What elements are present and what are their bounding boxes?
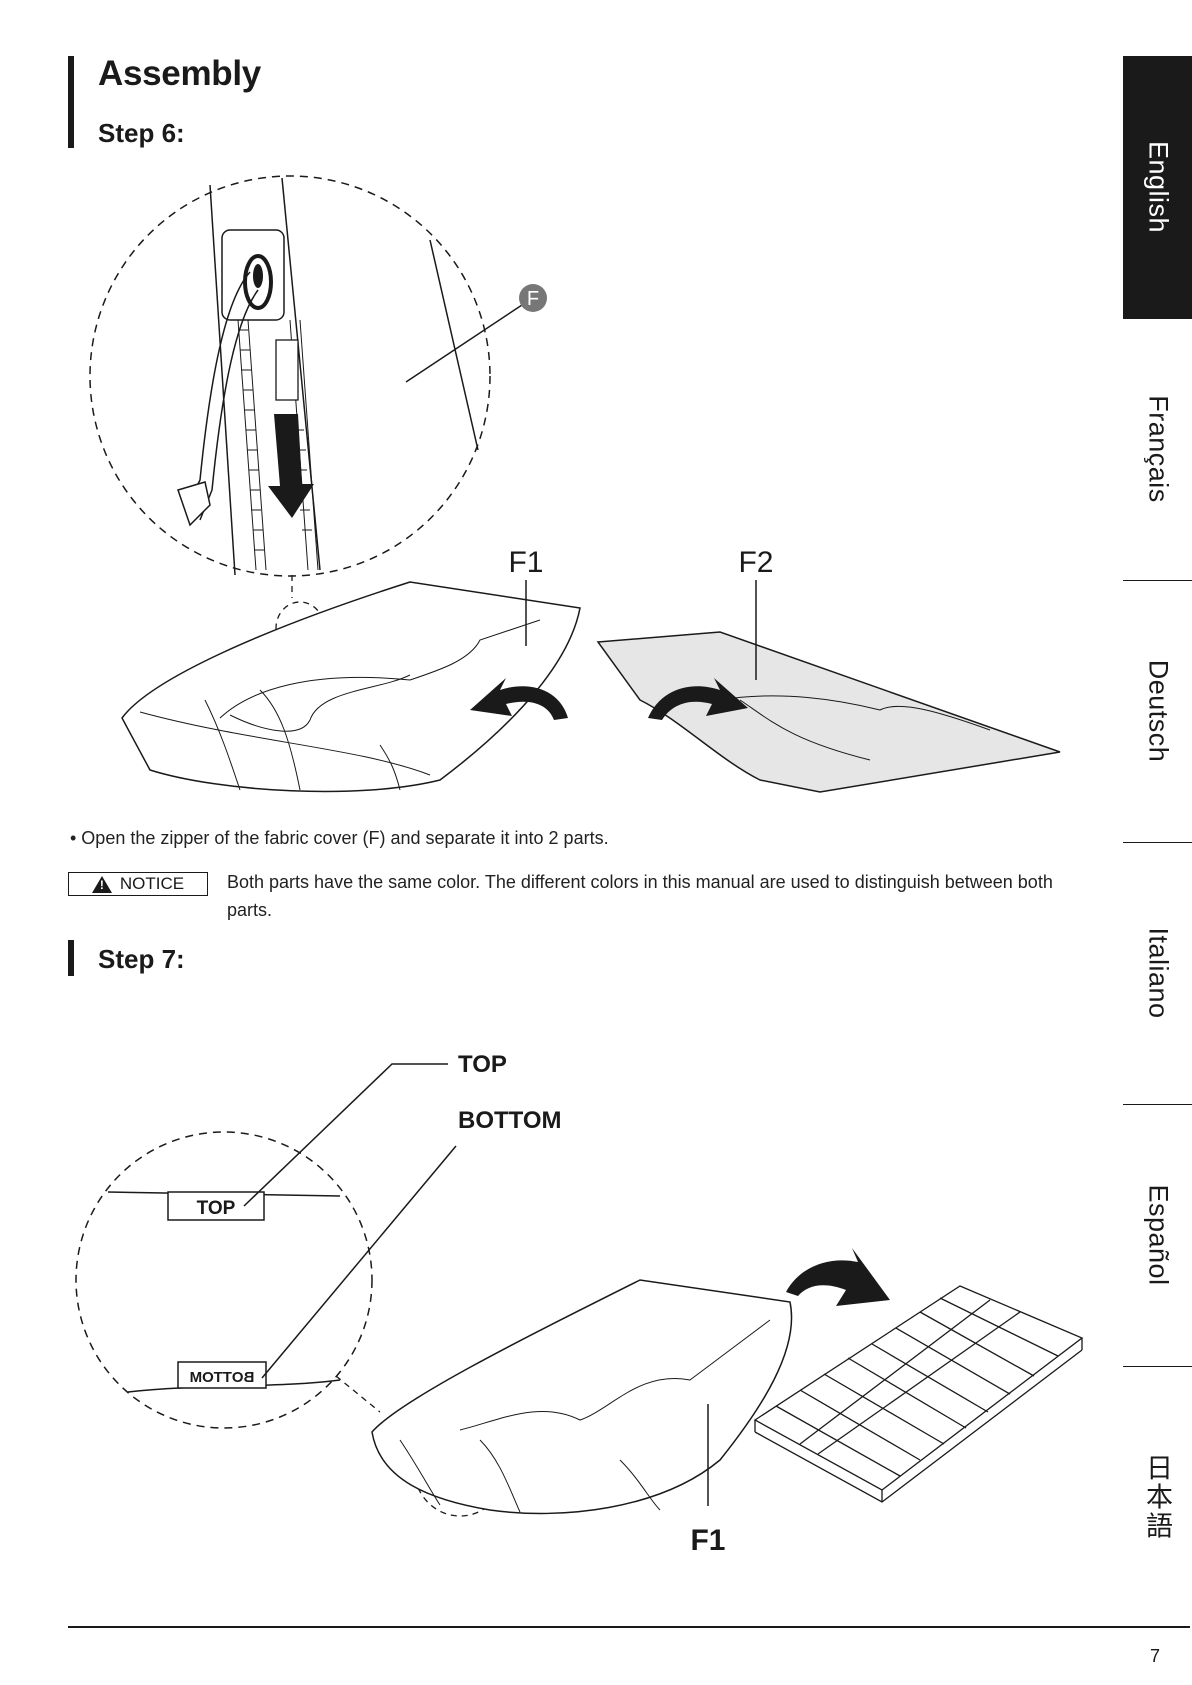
page-number: 7	[1150, 1646, 1160, 1667]
label-f1-step7: F1	[690, 1524, 725, 1557]
tab-japanese[interactable]: 日本語	[1123, 1366, 1192, 1628]
tab-separator	[1123, 842, 1192, 843]
tab-espanol-label: Español	[1142, 1184, 1173, 1285]
tab-italiano-label: Italiano	[1142, 927, 1173, 1018]
tab-italiano[interactable]: Italiano	[1123, 842, 1192, 1104]
warning-icon	[92, 876, 112, 893]
notice-box: NOTICE	[68, 872, 208, 896]
tab-japanese-label: 日本語	[1138, 1454, 1177, 1541]
instruction-bullet: • Open the zipper of the fabric cover (F…	[70, 828, 609, 849]
tab-english[interactable]: English	[1123, 56, 1192, 318]
tab-francais-label: Français	[1142, 395, 1173, 503]
section-rule	[68, 56, 74, 148]
notice-text: Both parts have the same color. The diff…	[227, 868, 1087, 924]
tab-francais[interactable]: Français	[1123, 318, 1192, 580]
section-title: Assembly	[98, 54, 261, 94]
fabric-part-f1-step7	[372, 1280, 792, 1513]
footer-rule	[68, 1626, 1190, 1628]
step7-title: Step 7:	[98, 944, 185, 975]
notice-label: NOTICE	[120, 874, 184, 894]
step6-illustration: F F1 F2	[0, 160, 1100, 880]
label-f1-step6: F1	[508, 546, 543, 579]
fabric-part-f1	[122, 582, 580, 791]
step6-title: Step 6:	[98, 118, 185, 149]
tab-deutsch-label: Deutsch	[1142, 660, 1173, 763]
tab-english-label: English	[1142, 141, 1173, 233]
tab-deutsch[interactable]: Deutsch	[1123, 580, 1192, 842]
label-bottom: BOTTOM	[458, 1107, 562, 1134]
label-top: TOP	[458, 1051, 507, 1078]
bed-frame	[755, 1286, 1082, 1502]
tag-top: TOP	[197, 1198, 236, 1219]
tab-espanol[interactable]: Español	[1123, 1104, 1192, 1366]
step7-rule	[68, 940, 74, 976]
tab-separator	[1123, 1366, 1192, 1367]
step7-illustration: TOP BOTTOM TOP BOTTOM F1	[0, 1030, 1100, 1630]
language-tabs: English Français Deutsch Italiano Españo…	[1123, 56, 1192, 1536]
tab-separator	[1123, 318, 1192, 319]
curved-arrow-to-frame	[786, 1248, 890, 1306]
tab-separator	[1123, 580, 1192, 581]
label-f2-step6: F2	[738, 546, 773, 579]
tag-bottom-mirrored: BOTTOM	[190, 1369, 255, 1386]
tab-separator	[1123, 1104, 1192, 1105]
part-f-label: F	[527, 288, 539, 310]
